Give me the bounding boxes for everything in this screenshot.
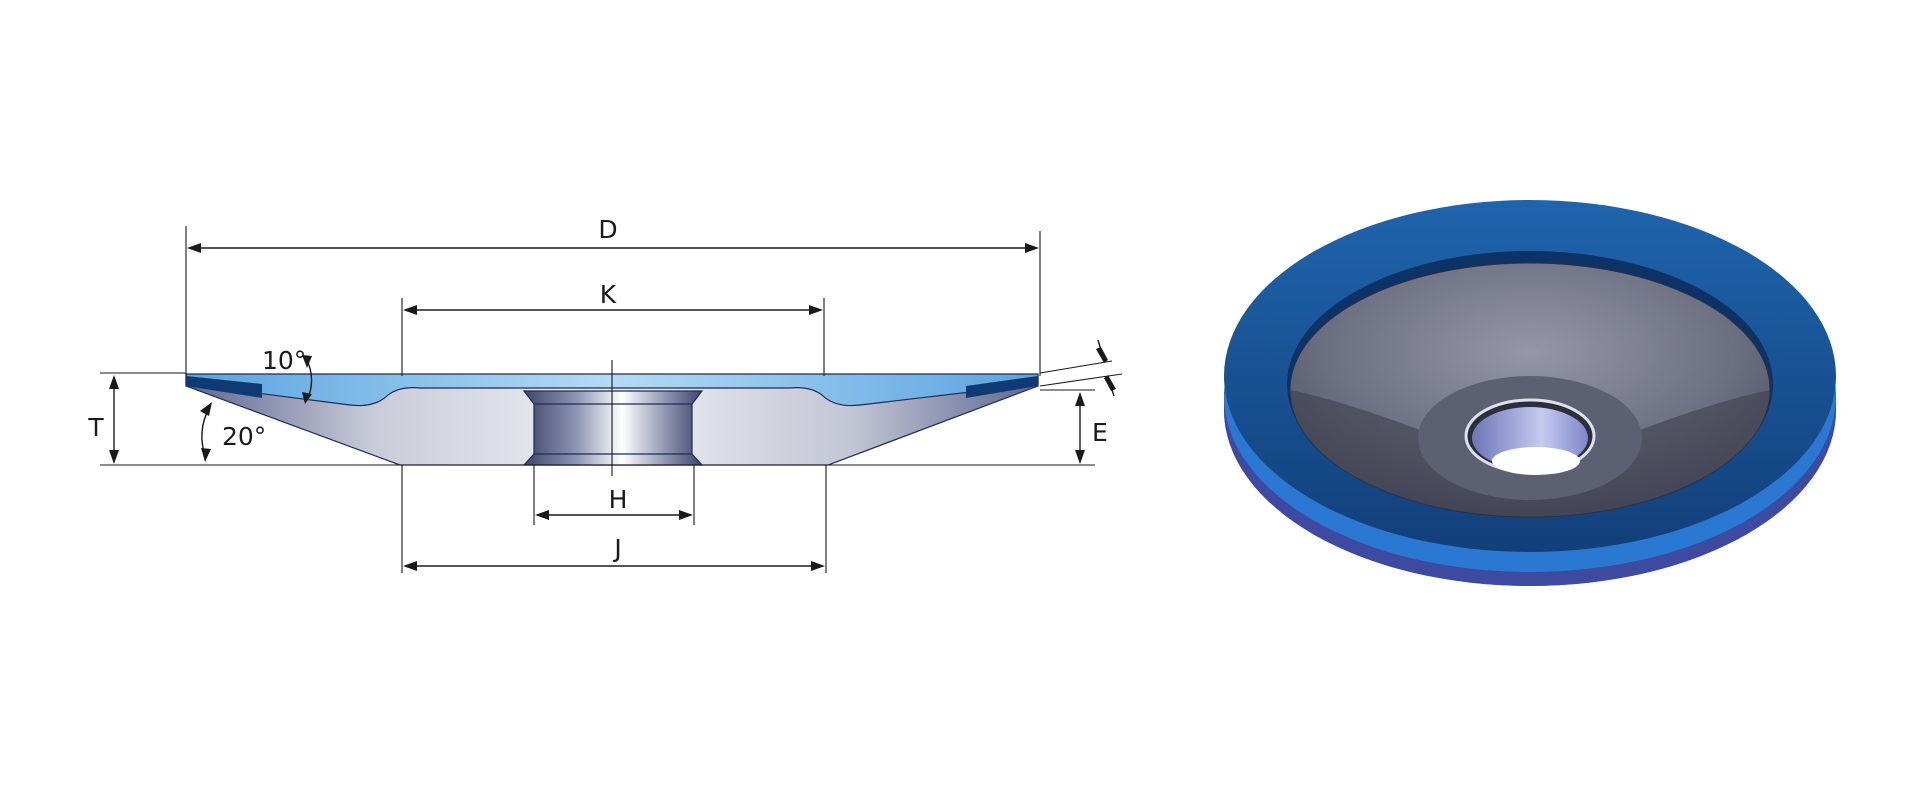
label-h: H <box>609 485 628 514</box>
extension-line-rim-1 <box>1039 360 1113 374</box>
arrowhead-d-right <box>1025 243 1039 253</box>
label-angle-10: 10° <box>262 346 306 375</box>
leader-rim-bottom <box>1107 377 1115 397</box>
abrasive-rim-top <box>185 373 1039 407</box>
arrowhead-10-top <box>302 355 312 368</box>
label-e: E <box>1092 418 1108 447</box>
arrowhead-d-left <box>187 243 201 253</box>
arrowhead-t-top <box>109 375 119 389</box>
leader-rim-top <box>1097 339 1105 361</box>
center-hole-bottom <box>1492 447 1580 475</box>
arrowhead-e-top <box>1075 392 1085 406</box>
arrowhead-j-right <box>811 561 825 571</box>
label-k: K <box>600 280 617 309</box>
cross-section-view: D K T E H J 10° <box>87 215 1123 573</box>
arrowhead-20-top <box>200 402 212 416</box>
abrasive-tip-right <box>966 376 1038 398</box>
label-j: J <box>612 534 621 563</box>
label-t: T <box>87 413 104 442</box>
arrowhead-j-left <box>403 561 417 571</box>
arrowhead-t-bottom <box>109 450 119 464</box>
arrowhead-k-right <box>809 305 823 315</box>
arrowhead-20-bottom <box>201 448 211 462</box>
abrasive-tip-left <box>186 376 262 398</box>
isometric-wheel-view <box>1224 200 1836 586</box>
arrowhead-h-right <box>679 510 693 520</box>
arrowhead-10-bottom <box>302 392 312 404</box>
arrowhead-k-left <box>403 305 417 315</box>
arrowhead-e-bottom <box>1075 450 1085 464</box>
label-angle-20: 20° <box>222 422 266 451</box>
arrowhead-h-left <box>535 510 549 520</box>
label-d: D <box>598 215 617 244</box>
